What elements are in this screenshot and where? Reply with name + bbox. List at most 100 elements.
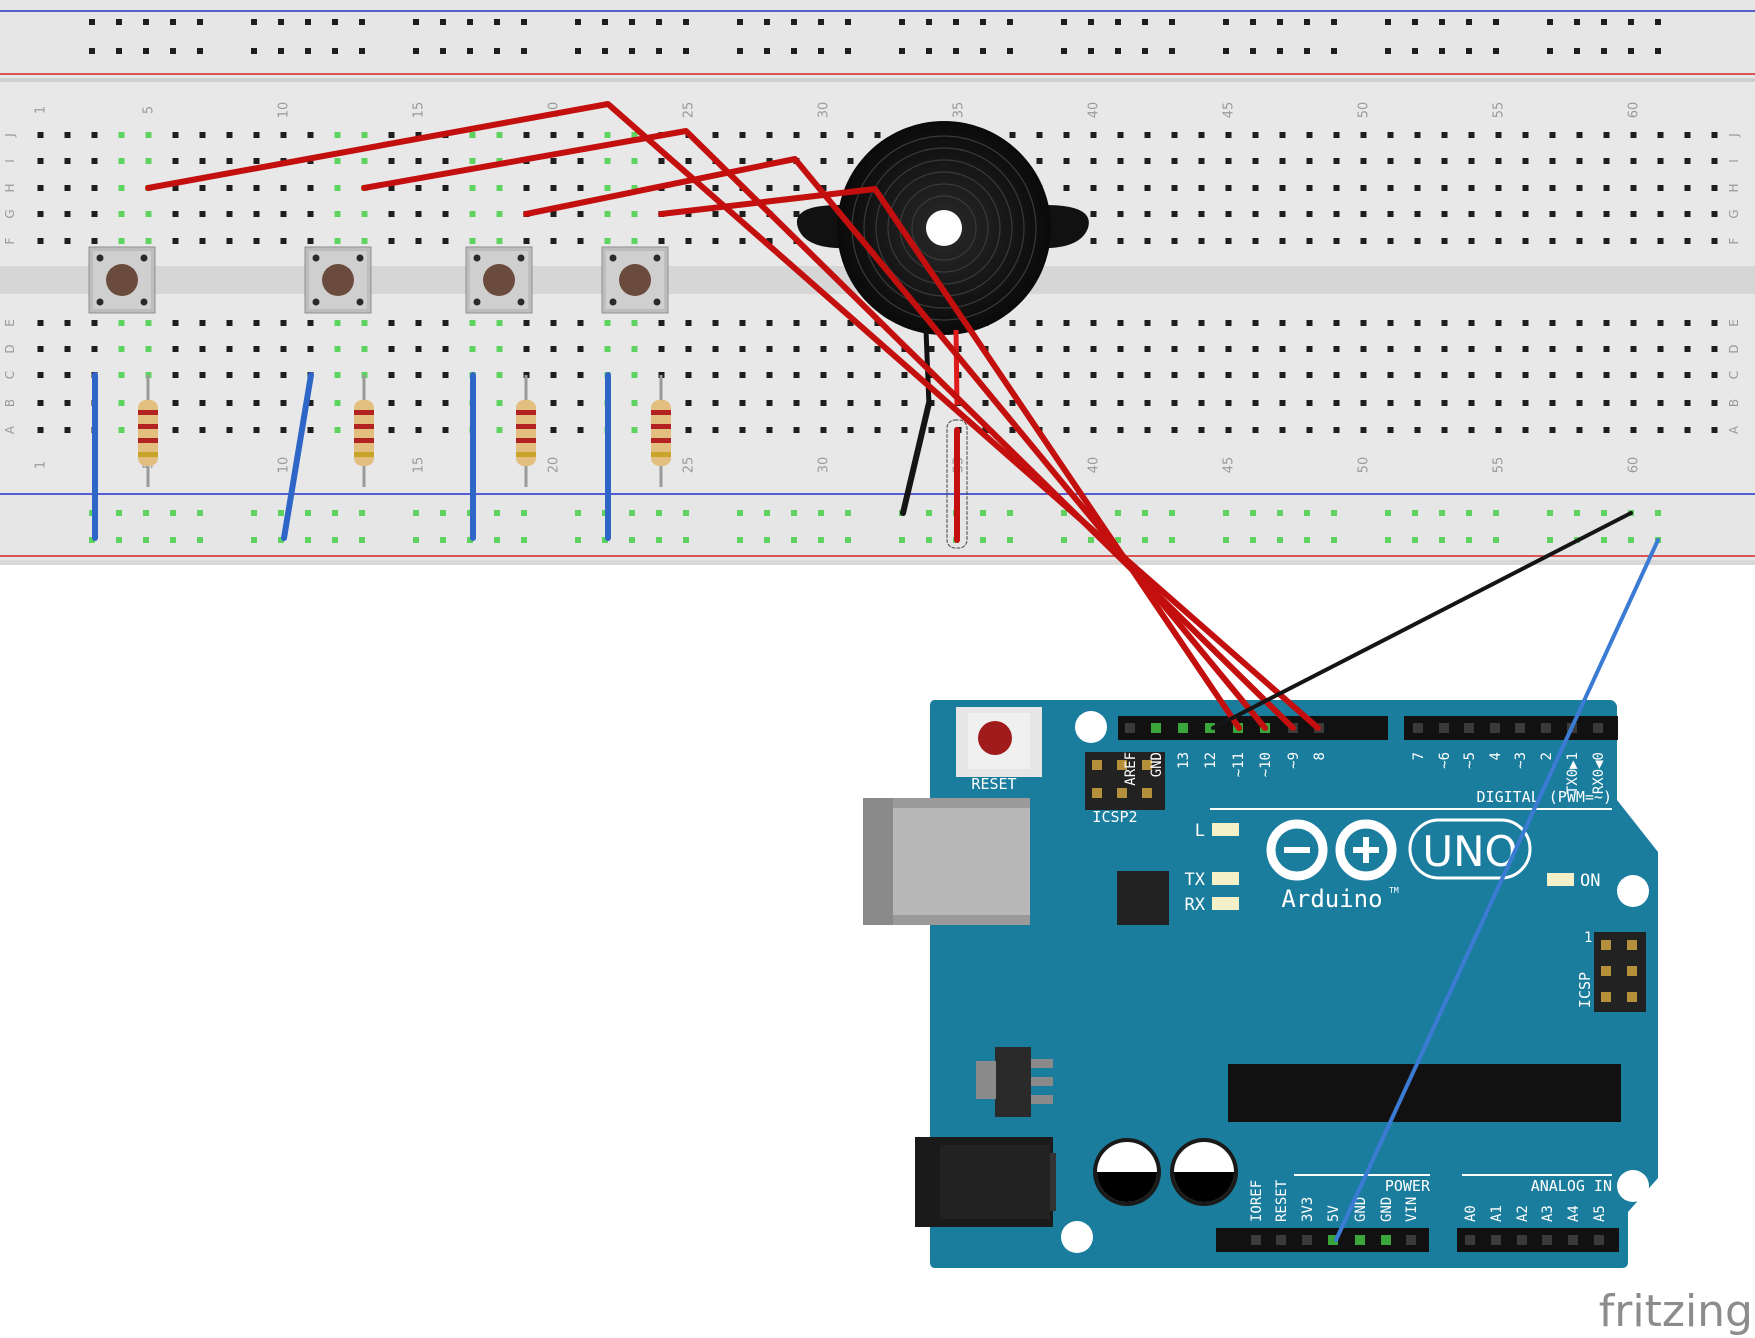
breadboard-hole[interactable] xyxy=(307,346,314,352)
breadboard-hole[interactable] xyxy=(1198,320,1205,326)
breadboard-hole[interactable] xyxy=(1630,132,1637,138)
rail-hole[interactable] xyxy=(1385,19,1391,25)
breadboard-hole[interactable] xyxy=(334,400,341,406)
breadboard-hole[interactable] xyxy=(1306,320,1313,326)
breadboard-hole[interactable] xyxy=(1279,346,1286,352)
breadboard-hole[interactable] xyxy=(172,346,179,352)
rail-hole[interactable] xyxy=(1061,19,1067,25)
breadboard-hole[interactable] xyxy=(1144,320,1151,326)
breadboard-hole[interactable] xyxy=(496,427,503,433)
rail-hole[interactable] xyxy=(1250,48,1256,54)
breadboard-hole[interactable] xyxy=(1441,238,1448,244)
breadboard-hole[interactable] xyxy=(1333,238,1340,244)
breadboard-hole[interactable] xyxy=(1117,238,1124,244)
breadboard-hole[interactable] xyxy=(1090,158,1097,164)
breadboard-hole[interactable] xyxy=(388,185,395,191)
breadboard-hole[interactable] xyxy=(1603,320,1610,326)
rail-hole[interactable] xyxy=(1493,537,1499,543)
wire-button2-pin11[interactable] xyxy=(361,128,1296,731)
breadboard-hole[interactable] xyxy=(631,346,638,352)
breadboard-hole[interactable] xyxy=(793,132,800,138)
breadboard-hole[interactable] xyxy=(361,158,368,164)
rail-hole[interactable] xyxy=(683,510,689,516)
breadboard-hole[interactable] xyxy=(145,211,152,217)
breadboard-hole[interactable] xyxy=(1414,211,1421,217)
breadboard-hole[interactable] xyxy=(550,372,557,378)
digital-pin[interactable] xyxy=(1125,723,1135,733)
breadboard-hole[interactable] xyxy=(361,320,368,326)
rail-hole[interactable] xyxy=(143,537,149,543)
rail-hole[interactable] xyxy=(980,537,986,543)
rail-hole[interactable] xyxy=(1142,537,1148,543)
breadboard-hole[interactable] xyxy=(550,158,557,164)
rail-hole[interactable] xyxy=(278,510,284,516)
rail-hole[interactable] xyxy=(278,537,284,543)
breadboard-hole[interactable] xyxy=(1576,158,1583,164)
breadboard-hole[interactable] xyxy=(766,158,773,164)
rail-hole[interactable] xyxy=(899,48,905,54)
breadboard-hole[interactable] xyxy=(793,211,800,217)
rail-hole[interactable] xyxy=(1655,48,1661,54)
breadboard-hole[interactable] xyxy=(928,427,935,433)
breadboard-hole[interactable] xyxy=(1495,346,1502,352)
breadboard-hole[interactable] xyxy=(577,320,584,326)
breadboard-hole[interactable] xyxy=(1441,372,1448,378)
breadboard-hole[interactable] xyxy=(1171,400,1178,406)
rail-hole[interactable] xyxy=(764,19,770,25)
rail-hole[interactable] xyxy=(1223,48,1229,54)
breadboard-hole[interactable] xyxy=(91,346,98,352)
rail-hole[interactable] xyxy=(1493,48,1499,54)
breadboard-hole[interactable] xyxy=(550,400,557,406)
rail-hole[interactable] xyxy=(953,48,959,54)
digital-pin[interactable] xyxy=(1413,723,1423,733)
breadboard-hole[interactable] xyxy=(1036,132,1043,138)
breadboard-hole[interactable] xyxy=(388,346,395,352)
digital-pin[interactable] xyxy=(1178,723,1188,733)
rail-hole[interactable] xyxy=(1142,48,1148,54)
breadboard-hole[interactable] xyxy=(1198,427,1205,433)
breadboard-hole[interactable] xyxy=(118,427,125,433)
breadboard-hole[interactable] xyxy=(1360,400,1367,406)
breadboard-hole[interactable] xyxy=(766,320,773,326)
rail-hole[interactable] xyxy=(116,19,122,25)
breadboard-hole[interactable] xyxy=(1684,185,1691,191)
breadboard-hole[interactable] xyxy=(1441,132,1448,138)
breadboard-hole[interactable] xyxy=(199,132,206,138)
breadboard-hole[interactable] xyxy=(1279,238,1286,244)
breadboard-hole[interactable] xyxy=(64,427,71,433)
breadboard-hole[interactable] xyxy=(226,427,233,433)
breadboard-hole[interactable] xyxy=(1630,346,1637,352)
breadboard-hole[interactable] xyxy=(523,320,530,326)
rail-hole[interactable] xyxy=(845,48,851,54)
rail-hole[interactable] xyxy=(1277,537,1283,543)
rail-hole[interactable] xyxy=(1385,510,1391,516)
rail-hole[interactable] xyxy=(629,19,635,25)
breadboard-hole[interactable] xyxy=(1279,427,1286,433)
rail-hole[interactable] xyxy=(143,48,149,54)
rail-hole[interactable] xyxy=(818,19,824,25)
rail-hole[interactable] xyxy=(1331,510,1337,516)
breadboard-hole[interactable] xyxy=(1711,185,1718,191)
wire-button4-pin13[interactable] xyxy=(658,186,1242,731)
breadboard-hole[interactable] xyxy=(739,211,746,217)
rail-hole[interactable] xyxy=(629,537,635,543)
breadboard-hole[interactable] xyxy=(1144,185,1151,191)
breadboard-hole[interactable] xyxy=(1603,132,1610,138)
rail-hole[interactable] xyxy=(575,510,581,516)
rail-hole[interactable] xyxy=(791,537,797,543)
breadboard-hole[interactable] xyxy=(334,185,341,191)
rail-hole[interactable] xyxy=(1466,537,1472,543)
breadboard-hole[interactable] xyxy=(415,132,422,138)
rail-hole[interactable] xyxy=(1574,510,1580,516)
breadboard-hole[interactable] xyxy=(415,238,422,244)
breadboard-hole[interactable] xyxy=(1684,238,1691,244)
breadboard-hole[interactable] xyxy=(226,158,233,164)
breadboard-hole[interactable] xyxy=(793,427,800,433)
breadboard-hole[interactable] xyxy=(1684,372,1691,378)
breadboard-hole[interactable] xyxy=(1441,158,1448,164)
breadboard-hole[interactable] xyxy=(1684,427,1691,433)
breadboard-hole[interactable] xyxy=(1522,185,1529,191)
breadboard-hole[interactable] xyxy=(550,238,557,244)
breadboard-hole[interactable] xyxy=(1171,320,1178,326)
breadboard-hole[interactable] xyxy=(1441,346,1448,352)
